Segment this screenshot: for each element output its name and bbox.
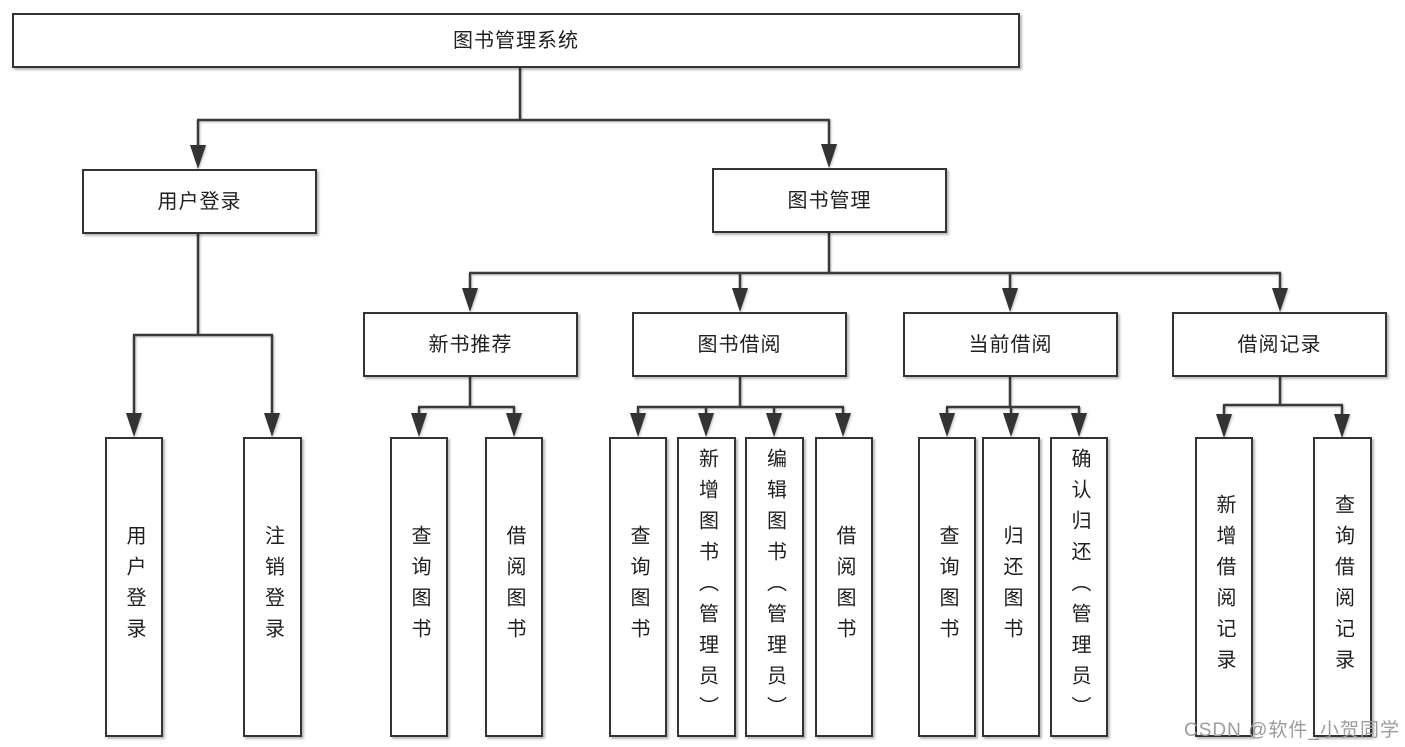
leaf-logout: 注销登录 bbox=[243, 437, 302, 737]
leaf-label: 查询图书 bbox=[936, 525, 958, 649]
connector-book-management-children bbox=[462, 233, 1288, 312]
node-book-management: 图书管理 bbox=[712, 168, 947, 233]
connector-borrowing-records-children bbox=[1216, 377, 1350, 438]
leaf-borrowing-edit-books-admin: 编辑图书（管理员） bbox=[745, 437, 804, 737]
leaf-recommend-query-books: 查询图书 bbox=[390, 437, 448, 737]
leaf-user-login: 用户登录 bbox=[105, 437, 163, 737]
leaf-label: 用户登录 bbox=[123, 525, 145, 649]
connector-current-borrowing-children bbox=[939, 377, 1087, 437]
leaf-label: 借阅图书 bbox=[503, 525, 525, 649]
leaf-label: 编辑图书（管理员） bbox=[763, 447, 786, 727]
leaf-records-query-record: 查询借阅记录 bbox=[1313, 437, 1372, 737]
node-new-book-recommend: 新书推荐 bbox=[363, 312, 578, 377]
leaf-label: 新增图书（管理员） bbox=[695, 447, 718, 727]
node-user-login: 用户登录 bbox=[82, 169, 317, 234]
node-label: 新书推荐 bbox=[428, 333, 513, 356]
watermark: CSDN @软件_小贺同学 bbox=[1184, 720, 1400, 741]
leaf-label: 查询借阅记录 bbox=[1331, 494, 1354, 680]
leaf-current-confirm-return-admin: 确认归还（管理员） bbox=[1050, 437, 1108, 737]
node-label: 借阅记录 bbox=[1237, 333, 1322, 356]
leaf-current-return-books: 归还图书 bbox=[982, 437, 1040, 737]
node-label: 当前借阅 bbox=[968, 333, 1053, 356]
leaf-current-query-books: 查询图书 bbox=[918, 437, 976, 737]
node-label: 用户登录 bbox=[157, 190, 242, 213]
leaf-label: 新增借阅记录 bbox=[1213, 494, 1235, 680]
node-library-management-system: 图书管理系统 bbox=[12, 13, 1020, 68]
leaf-borrowing-query-books: 查询图书 bbox=[609, 437, 667, 737]
leaf-recommend-borrow-books: 借阅图书 bbox=[485, 437, 543, 737]
leaf-label: 借阅图书 bbox=[833, 525, 855, 649]
node-label: 图书管理系统 bbox=[453, 29, 579, 52]
leaf-records-add-record: 新增借阅记录 bbox=[1195, 437, 1253, 737]
connector-new-book-recommend-children bbox=[411, 377, 522, 437]
node-label: 图书管理 bbox=[787, 189, 872, 212]
leaf-borrowing-add-books-admin: 新增图书（管理员） bbox=[677, 437, 736, 737]
connector-user-login-children bbox=[126, 233, 280, 437]
leaf-borrowing-borrow-books: 借阅图书 bbox=[815, 437, 873, 737]
node-book-borrowing: 图书借阅 bbox=[632, 312, 847, 377]
leaf-label: 确认归还（管理员） bbox=[1068, 447, 1090, 727]
leaf-label: 查询图书 bbox=[627, 525, 649, 649]
leaf-label: 注销登录 bbox=[261, 525, 284, 649]
leaf-label: 查询图书 bbox=[408, 525, 430, 649]
connector-root-to-level2 bbox=[190, 68, 837, 169]
connector-book-borrowing-children bbox=[630, 377, 851, 437]
node-label: 图书借阅 bbox=[697, 333, 782, 356]
node-borrowing-records: 借阅记录 bbox=[1172, 312, 1387, 377]
leaf-label: 归还图书 bbox=[1000, 525, 1022, 649]
node-current-borrowing: 当前借阅 bbox=[903, 312, 1118, 377]
